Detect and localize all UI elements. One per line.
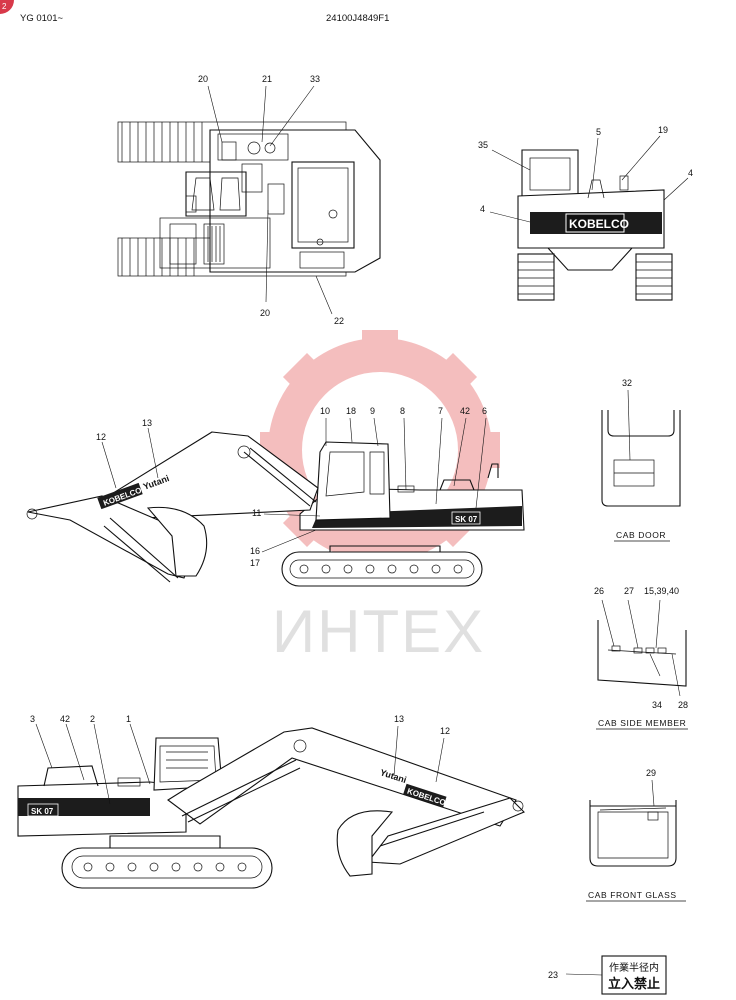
callout-21: 21 (262, 74, 272, 84)
callout-29: 29 (646, 768, 656, 778)
callout-42-bottom: 42 (60, 714, 70, 724)
callout-22: 22 (334, 316, 344, 326)
callout-23: 23 (548, 970, 558, 980)
callout-10: 10 (320, 406, 330, 416)
callout-16: 16 (250, 546, 260, 556)
callout-7: 7 (438, 406, 443, 416)
caption-cab-side-member: CAB SIDE MEMBER (598, 718, 686, 728)
cab-door-drawing (601, 389, 681, 507)
callout-13-bottom: 13 (394, 714, 404, 724)
callout-35: 35 (478, 140, 488, 150)
caption-cab-door: CAB DOOR (616, 530, 666, 540)
right-view-model-badge: SK 07 (31, 807, 54, 816)
callout-32: 32 (622, 378, 632, 388)
callout-18: 18 (346, 406, 356, 416)
callout-4-left: 4 (480, 204, 485, 214)
callout-3: 3 (30, 714, 35, 724)
part-number: 24100J4849F1 (326, 13, 389, 24)
caption-cab-front-glass: CAB FRONT GLASS (588, 890, 677, 900)
sign-line-1: 作業半径内 (609, 961, 659, 974)
left-side-view-drawing: SK 07 KOBELCO Yutani (26, 417, 525, 587)
rear-kobelco-logo: KOBELCO (569, 217, 629, 231)
callout-6: 6 (482, 406, 487, 416)
callout-17: 17 (250, 558, 260, 568)
callout-15-39-40: 15,39,40 (644, 586, 679, 596)
callout-27: 27 (624, 586, 634, 596)
callout-4-right: 4 (688, 168, 693, 178)
callout-5: 5 (596, 127, 601, 137)
callout-26: 26 (594, 586, 604, 596)
callout-28: 28 (678, 700, 688, 710)
callout-19: 19 (658, 125, 668, 135)
watermark-text: ИНТЕХ (272, 598, 485, 665)
cab-side-member-drawing (597, 599, 687, 697)
callout-13-middle: 13 (142, 418, 152, 428)
no-entry-sign (565, 955, 667, 995)
callout-11: 11 (252, 508, 261, 518)
right-side-view-drawing: SK 07 KOBELCO Yutani (17, 723, 525, 889)
callout-1: 1 (126, 714, 131, 724)
page-badge-label: 2 (2, 2, 7, 11)
callout-12-middle: 12 (96, 432, 106, 442)
callout-8: 8 (400, 406, 405, 416)
left-view-model-badge: SK 07 (455, 515, 478, 524)
callout-12-bottom: 12 (440, 726, 450, 736)
callout-2: 2 (90, 714, 95, 724)
callout-20-top: 20 (198, 74, 208, 84)
callout-42-middle: 42 (460, 406, 470, 416)
page-badge: 2 (0, 0, 14, 14)
callout-20-bottom: 20 (260, 308, 270, 318)
serial-range: YG 0101~ (20, 13, 63, 24)
callout-33: 33 (310, 74, 320, 84)
callout-9: 9 (370, 406, 375, 416)
top-view-drawing (117, 85, 381, 315)
callout-34: 34 (652, 700, 662, 710)
sign-line-2: 立入禁止 (608, 976, 660, 992)
cab-front-glass-drawing (589, 779, 677, 867)
rear-view-drawing: KOBELCO (489, 135, 689, 301)
